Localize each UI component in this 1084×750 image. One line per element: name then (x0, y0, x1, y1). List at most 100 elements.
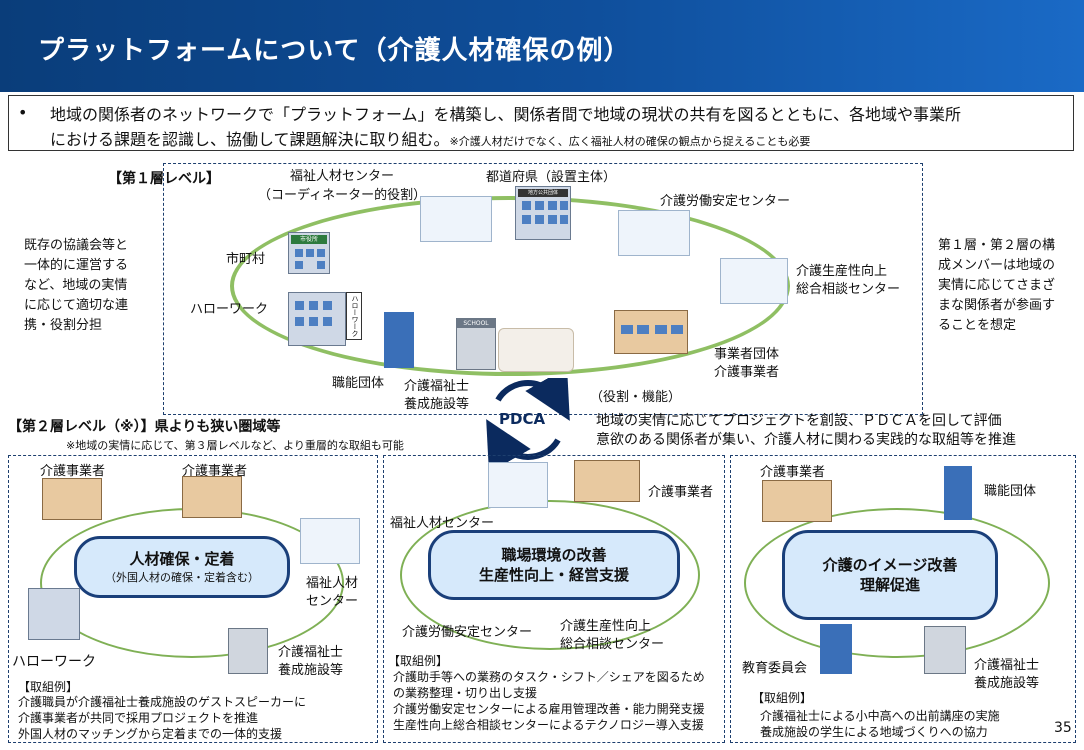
level2-box-3 (730, 455, 1076, 743)
summary-line-2: における課題を認識し、協働して課題解決に取り組む。※介護人材だけでなく、広く福祉… (50, 126, 810, 150)
right-note-line: ることを想定 (938, 318, 1017, 333)
node-prefecture: 都道府県（設置主体） (486, 170, 617, 185)
level2-note: ※地域の実情に応じて、第３層レベルなど、より重層的な取組も可能 (66, 439, 404, 452)
box1-jigyosha-a: 介護事業者 (40, 464, 106, 479)
node-hellowork: ハローワーク (190, 302, 269, 317)
meeting-illustration (498, 328, 574, 372)
box3-tower (944, 466, 972, 520)
box2-seisansei-2: 総合相談センター (560, 637, 665, 652)
box2-example: の業務整理・切り出し支援 (393, 686, 538, 700)
summary-line-1: 地域の関係者のネットワークで「プラットフォーム」を構築し、関係者間で地域の現状の… (50, 105, 962, 124)
node-shokuno: 職能団体 (332, 376, 385, 391)
box1-examples-title: 【取組例】 (18, 680, 79, 694)
role-desc-1: 地域の実情に応じてプロジェクトを創設、ＰＤＣＡを回して評価 (596, 413, 1002, 429)
box1-theme-title: 人材確保・定着 (129, 550, 235, 568)
node-jigyosha: 介護事業者 (714, 365, 780, 380)
box3-oval (744, 508, 1050, 658)
summary-bullet: • (18, 103, 28, 122)
node-shichoson: 市町村 (226, 252, 266, 267)
prefecture-sign: 地方公共団体 (518, 189, 568, 197)
node-kaigo-rodo: 介護労働安定センター (660, 194, 791, 209)
box1-theme-sub: （外国人材の確保・定着含む） (105, 571, 259, 584)
box1-center-illustration (300, 518, 360, 564)
hellowork-sign: ハローワーク (346, 292, 362, 340)
prefecture-building: 地方公共団体 (515, 186, 571, 240)
box2-example: 介護労働安定センターによる雇用管理改善・能力開発支援 (393, 702, 705, 716)
node-yosei-2: 養成施設等 (404, 397, 470, 412)
care-facility-building (614, 310, 688, 354)
box1-hellowork-building (28, 588, 80, 640)
right-note-line: まな関係者が参画す (938, 298, 1056, 313)
box3-shokuno: 職能団体 (984, 484, 1037, 499)
role-desc-2: 意欲のある関係者が集い、介護人材に関わる実践的な取組等を推進 (596, 432, 1016, 448)
box1-example: 外国人材のマッチングから定着までの一体的支援 (18, 727, 283, 741)
box2-example: 生産性向上総合相談センターによるテクノロジー導入支援 (393, 718, 704, 732)
box2-example: 介護助手等への業務のタスク・シフト／シェアを図るため (393, 670, 705, 684)
pdca-cycle-icon (486, 378, 570, 462)
box3-theme: 介護のイメージ改善 理解促進 (782, 530, 998, 620)
right-note-line: 第１層・第２層の構 (938, 238, 1056, 253)
box2-oval (400, 500, 700, 650)
left-note-line: 一体的に運営する (24, 258, 129, 273)
box1-example: 介護事業者が共同で採用プロジェクトを推進 (18, 711, 259, 725)
box3-theme-title-2: 理解促進 (859, 576, 920, 594)
left-note-line: 既存の協議会等と (24, 238, 129, 253)
node-jigyosha-dantai: 事業者団体 (714, 347, 780, 362)
box2-theme-title-2: 生産性向上・経営支援 (478, 566, 629, 584)
box1-yosei-1: 介護福祉士 (278, 645, 344, 660)
box2-examples-title: 【取組例】 (388, 654, 449, 668)
box3-example: 介護福祉士による小中高への出前講座の実施 (760, 709, 1000, 723)
level1-oval (230, 196, 790, 376)
school-sign: SCHOOL (457, 319, 495, 328)
pdca-label: PDCA (499, 410, 546, 428)
page-number: 35 (1054, 720, 1072, 736)
summary-line-2-text: における課題を認識し、協働して課題解決に取り組む。 (50, 130, 450, 149)
box1-jigyosha-b: 介護事業者 (182, 464, 248, 479)
box1-yosei-2: 養成施設等 (278, 663, 344, 678)
box3-theme-title-1: 介護のイメージ改善 (822, 556, 958, 574)
left-note-line: 携・役割分担 (24, 318, 103, 333)
node-coordinator: （コーディネーター的役割） (258, 188, 427, 203)
box2-theme-title-1: 職場環境の改善 (501, 546, 607, 564)
box3-example: 養成施設の学生による地域づくりへの協力 (760, 725, 988, 739)
box2-center-illustration (488, 462, 548, 508)
level1-right-note: 第１層・第２層の構 成メンバーは地域の 実情に応じてさまざ まな関係者が参画す … (938, 236, 1055, 336)
box3-kyoiku: 教育委員会 (742, 661, 808, 676)
level2-title: 【第２層レベル（※）】県よりも狭い圏域等 (8, 419, 281, 435)
city-hall-building: 市役所 (288, 232, 330, 274)
level1-left-note: 既存の協議会等と 一体的に運営する など、地域の実情 に応じて適切な連 携・役割… (24, 236, 128, 336)
node-yosei-1: 介護福祉士 (404, 379, 470, 394)
box2-facility (574, 460, 640, 502)
page-title: プラットフォームについて（介護人材確保の例） (38, 36, 631, 66)
left-note-line: に応じて適切な連 (24, 298, 129, 313)
box1-center-2: センター (306, 594, 359, 609)
box2-kaigo-rodo: 介護労働安定センター (402, 625, 533, 640)
box2-center: 福祉人材センター (390, 516, 495, 531)
kaigo-rodo-illustration (618, 210, 690, 256)
level1-title: 【第１層レベル】 (108, 171, 220, 187)
right-note-line: 実情に応じてさまざ (938, 278, 1056, 293)
box2-jigyosha: 介護事業者 (648, 485, 714, 500)
right-note-line: 成メンバーは地域の (938, 258, 1056, 273)
box1-theme: 人材確保・定着 （外国人材の確保・定着含む） (74, 536, 290, 598)
summary-note: ※介護人材だけでなく、広く福祉人材の確保の観点から捉えることも必要 (449, 135, 811, 148)
level2-box-1 (8, 455, 378, 743)
box1-school (228, 628, 268, 674)
node-seisansei-2: 総合相談センター (796, 282, 901, 297)
fukushi-center-illustration (420, 196, 492, 242)
box3-facility (762, 480, 832, 522)
node-fukushi-center: 福祉人材センター (290, 169, 395, 184)
box1-facility-b (182, 476, 242, 518)
node-seisansei-1: 介護生産性向上 (796, 264, 888, 279)
box3-yosei-2: 養成施設等 (974, 676, 1040, 691)
box1-example: 介護職員が介護福祉士養成施設のゲストスピーカーに (18, 695, 307, 709)
box2-theme: 職場環境の改善 生産性向上・経営支援 (428, 530, 680, 600)
box3-school (924, 626, 966, 674)
school-building: SCHOOL (456, 318, 496, 370)
box2-seisansei-1: 介護生産性向上 (560, 619, 652, 634)
header-bar (0, 0, 1084, 92)
level2-box-2 (383, 455, 725, 743)
hellowork-building (288, 292, 346, 346)
box3-examples-title: 【取組例】 (752, 691, 813, 705)
left-note-line: など、地域の実情 (24, 278, 128, 293)
